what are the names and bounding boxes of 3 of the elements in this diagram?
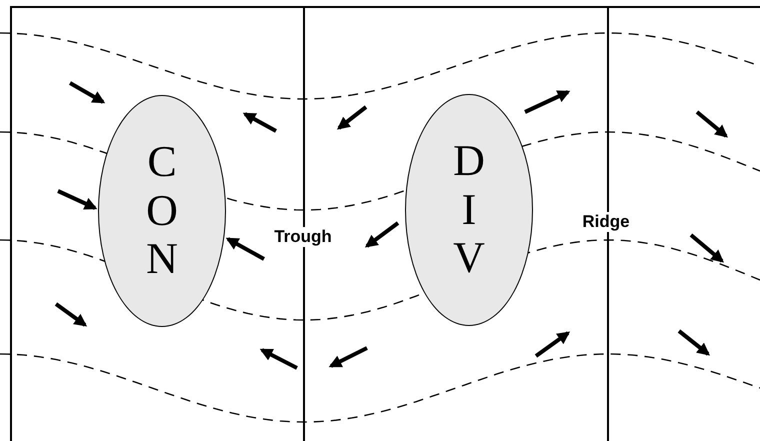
zone-letters: CON xyxy=(145,138,179,284)
axis-label: Trough xyxy=(272,227,334,247)
zone-letters: DIV xyxy=(452,137,486,283)
